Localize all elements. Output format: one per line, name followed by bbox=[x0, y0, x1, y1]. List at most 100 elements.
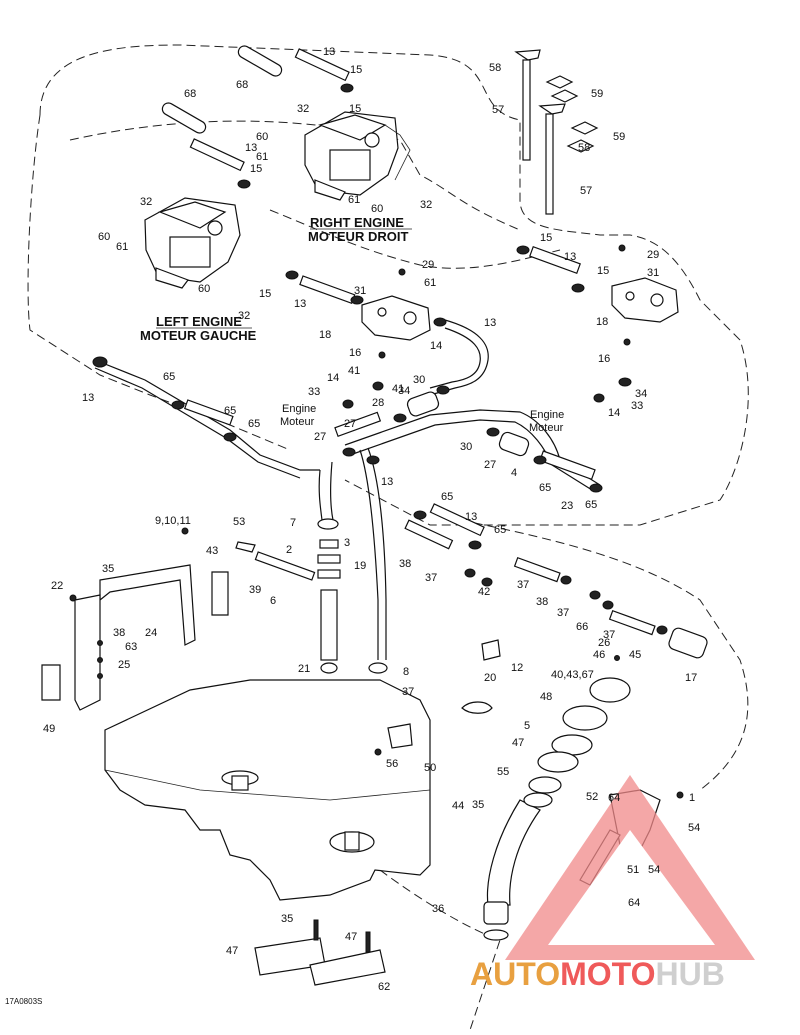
callout-35: 35 bbox=[102, 563, 114, 575]
callout-23: 23 bbox=[561, 500, 573, 512]
callout-27: 27 bbox=[314, 431, 326, 443]
callout-53: 53 bbox=[233, 516, 245, 528]
callout-6: 6 bbox=[270, 595, 276, 607]
callout-13: 13 bbox=[245, 142, 257, 154]
callout-47: 47 bbox=[512, 737, 524, 749]
callout-19: 19 bbox=[354, 560, 366, 572]
callout-33: 33 bbox=[308, 386, 320, 398]
callout-15: 15 bbox=[250, 163, 262, 175]
callout-65: 65 bbox=[248, 418, 260, 430]
callout-33: 33 bbox=[631, 400, 643, 412]
callout-55: 55 bbox=[497, 766, 509, 778]
callout-38: 38 bbox=[399, 558, 411, 570]
outlet-fitting bbox=[668, 627, 708, 659]
callout-31: 31 bbox=[354, 285, 366, 297]
boundary-outline-3 bbox=[69, 120, 521, 231]
callout-37: 37 bbox=[517, 579, 529, 591]
callout-62: 62 bbox=[378, 981, 390, 993]
callout-13: 13 bbox=[465, 511, 477, 523]
callout-3: 3 bbox=[344, 537, 350, 549]
right-engine-subtitle: MOTEUR DROIT bbox=[308, 229, 408, 244]
boundary-outline-5 bbox=[459, 519, 749, 791]
callout-24: 24 bbox=[145, 627, 157, 639]
hose-left-b bbox=[94, 367, 301, 479]
callout-28: 28 bbox=[372, 397, 384, 409]
callout-31: 31 bbox=[647, 267, 659, 279]
engine-tag-1-line2: Moteur bbox=[280, 416, 315, 428]
callout-2: 2 bbox=[286, 544, 292, 556]
hose-main-upper bbox=[429, 319, 489, 396]
callout-66: 66 bbox=[576, 621, 588, 633]
callout-63: 63 bbox=[125, 641, 137, 653]
callout-57: 57 bbox=[492, 104, 504, 116]
callout-17: 17 bbox=[685, 672, 697, 684]
callout-34: 34 bbox=[398, 385, 410, 397]
callout-51: 51 bbox=[627, 864, 639, 876]
callout-38: 38 bbox=[536, 596, 548, 608]
callout-32: 32 bbox=[420, 199, 432, 211]
boundary-outline-4 bbox=[269, 209, 561, 269]
engine-tag-2-line1: Engine bbox=[530, 409, 564, 421]
callout-14: 14 bbox=[430, 340, 442, 352]
callout-52: 52 bbox=[586, 791, 598, 803]
callout-13: 13 bbox=[323, 46, 335, 58]
callout-34: 34 bbox=[635, 388, 647, 400]
callout-42: 42 bbox=[478, 586, 490, 598]
callout-56: 56 bbox=[386, 758, 398, 770]
callout-54: 54 bbox=[688, 822, 700, 834]
callout-50: 50 bbox=[424, 762, 436, 774]
callout-47: 47 bbox=[226, 945, 238, 957]
callout-61: 61 bbox=[256, 151, 268, 163]
left-engine-subtitle: MOTEUR GAUCHE bbox=[140, 328, 257, 343]
callout-36: 36 bbox=[432, 903, 444, 915]
callout-65: 65 bbox=[163, 371, 175, 383]
fuel-pump-center bbox=[361, 295, 431, 341]
callout-16: 16 bbox=[598, 353, 610, 365]
left-engine-carburetor bbox=[144, 197, 241, 289]
callout-57: 57 bbox=[580, 185, 592, 197]
callout-25: 25 bbox=[118, 659, 130, 671]
clamp-rings bbox=[92, 83, 668, 635]
engine-tag-1-line1: Engine bbox=[282, 403, 316, 415]
callout-37: 37 bbox=[425, 572, 437, 584]
callout-30: 30 bbox=[413, 374, 425, 386]
callout-29: 29 bbox=[647, 249, 659, 261]
callout-39: 39 bbox=[249, 584, 261, 596]
engine-tag-2-line2: Moteur bbox=[529, 422, 564, 434]
watermark-moto: MOTO bbox=[560, 956, 655, 992]
filler-neck bbox=[483, 799, 541, 941]
right-engine-carburetor bbox=[304, 111, 411, 201]
callout-48: 48 bbox=[540, 691, 552, 703]
fuel-tank bbox=[104, 679, 431, 901]
watermark-auto: AUTO bbox=[470, 956, 560, 992]
callout-32: 32 bbox=[238, 310, 250, 322]
callout-60: 60 bbox=[256, 131, 268, 143]
callout-15: 15 bbox=[540, 232, 552, 244]
callout-20: 20 bbox=[484, 672, 496, 684]
boundary-outline-2 bbox=[27, 114, 291, 451]
callout-13: 13 bbox=[294, 298, 306, 310]
bracket-3 bbox=[41, 564, 229, 711]
callout-45: 45 bbox=[629, 649, 641, 661]
callout-18: 18 bbox=[319, 329, 331, 341]
callout-65: 65 bbox=[224, 405, 236, 417]
callout-35: 35 bbox=[472, 799, 484, 811]
callout-21: 21 bbox=[298, 663, 310, 675]
callout-32: 32 bbox=[140, 196, 152, 208]
callout-41: 41 bbox=[392, 383, 404, 395]
callout-15: 15 bbox=[597, 265, 609, 277]
hose-vertical bbox=[318, 461, 334, 521]
callout-13: 13 bbox=[564, 251, 576, 263]
fuel-filters bbox=[406, 391, 530, 457]
watermark-text: AUTOMOTOHUB bbox=[470, 956, 725, 992]
callout-8: 8 bbox=[403, 666, 409, 678]
watermark-logo: AUTOMOTOHUB bbox=[470, 775, 755, 992]
callout-58: 58 bbox=[578, 142, 590, 154]
callout-68: 68 bbox=[236, 79, 248, 91]
callout-5: 5 bbox=[524, 720, 530, 732]
boundary-outline bbox=[39, 44, 749, 526]
callout-47: 47 bbox=[345, 931, 357, 943]
